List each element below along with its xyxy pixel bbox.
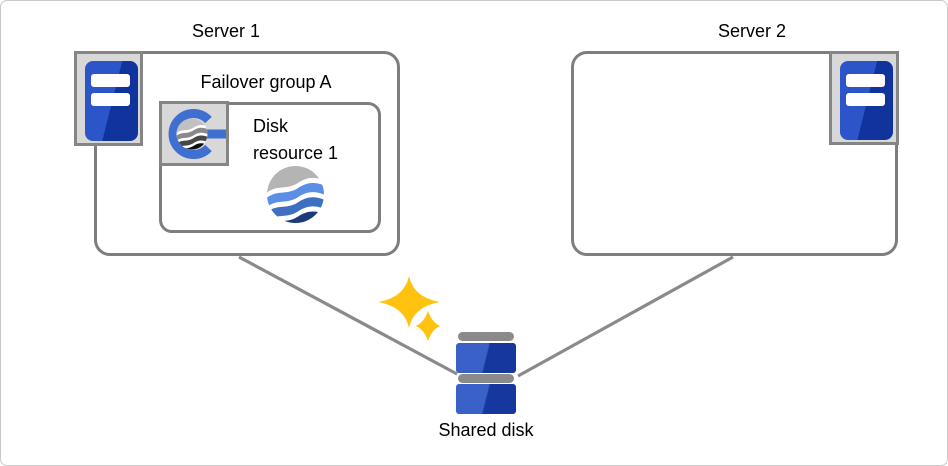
- server1-server-icon: [74, 51, 143, 146]
- server2-server-icon: [829, 51, 899, 145]
- sparkle-small-star: [409, 306, 447, 346]
- shared-disk-label: Shared disk: [438, 420, 534, 440]
- failover-group-icon: [159, 101, 229, 166]
- group-g-icon: [168, 109, 226, 159]
- shared-disk-icon: [456, 331, 516, 416]
- disk-resource-globe-icon: [267, 166, 324, 223]
- server-tower-icon: [85, 61, 138, 141]
- disk-resource-label: Disk resource 1: [253, 116, 339, 163]
- connector-line-server2: [517, 255, 734, 378]
- server1-label: Server 1: [191, 21, 261, 41]
- failover-group-label: Failover group A: [200, 72, 332, 92]
- sparkle-large-star: [378, 276, 440, 328]
- server-tower-icon: [840, 61, 893, 140]
- server2-label: Server 2: [717, 21, 787, 41]
- connector-line-server1: [238, 255, 458, 376]
